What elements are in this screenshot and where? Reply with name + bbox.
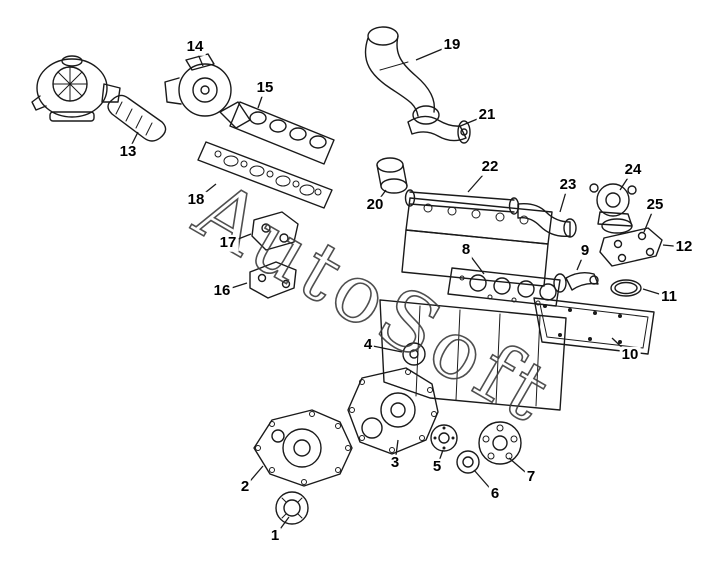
callout-11: 11: [659, 287, 679, 306]
exhaust-downpipe: [364, 26, 440, 125]
callout-16: 16: [211, 281, 233, 300]
callout-7: 7: [524, 467, 538, 486]
callout-10: 10: [619, 345, 641, 364]
callout-25: 25: [644, 195, 666, 214]
callout-4: 4: [361, 335, 375, 354]
front-cover-lower: [253, 409, 353, 487]
intake-hose: [107, 94, 167, 142]
front-cover-upper: [347, 367, 439, 455]
crank-pulley: [478, 421, 522, 465]
callout-8: 8: [459, 240, 473, 259]
gear-small: [430, 424, 458, 452]
callout-12: 12: [673, 237, 695, 256]
cylinder-head: [401, 197, 553, 287]
outlet-flange: [599, 227, 663, 267]
manifold-gasket: [197, 141, 333, 209]
callout-6: 6: [488, 484, 502, 503]
exhaust-elbow: [407, 115, 471, 144]
bracket-lower: [249, 261, 297, 299]
callout-22: 22: [479, 157, 501, 176]
timing-gear: [402, 342, 426, 366]
water-outlet-pipe: [553, 271, 599, 293]
connector-hose: [376, 157, 408, 194]
coolant-hose: [517, 202, 577, 238]
callout-5: 5: [430, 457, 444, 476]
engine-block: [379, 299, 567, 411]
callout-3: 3: [388, 453, 402, 472]
exhaust-manifold: [229, 101, 335, 165]
callout-13: 13: [117, 142, 139, 161]
callout-1: 1: [268, 526, 282, 545]
callout-23: 23: [557, 175, 579, 194]
side-cover: [533, 297, 655, 355]
callout-21: 21: [476, 105, 498, 124]
seal-ring: [456, 450, 480, 474]
callout-18: 18: [185, 190, 207, 209]
callout-24: 24: [622, 160, 644, 179]
callout-15: 15: [254, 78, 276, 97]
callout-17: 17: [217, 233, 239, 252]
o-ring: [610, 279, 642, 297]
thermostat-housing: [589, 183, 637, 234]
crankshaft-seal: [275, 491, 309, 525]
callout-2: 2: [238, 477, 252, 496]
callout-14: 14: [184, 37, 206, 56]
air-cleaner: [31, 55, 121, 122]
callout-19: 19: [441, 35, 463, 54]
callout-9: 9: [578, 241, 592, 260]
callout-20: 20: [364, 195, 386, 214]
bracket-upper: [251, 211, 299, 251]
